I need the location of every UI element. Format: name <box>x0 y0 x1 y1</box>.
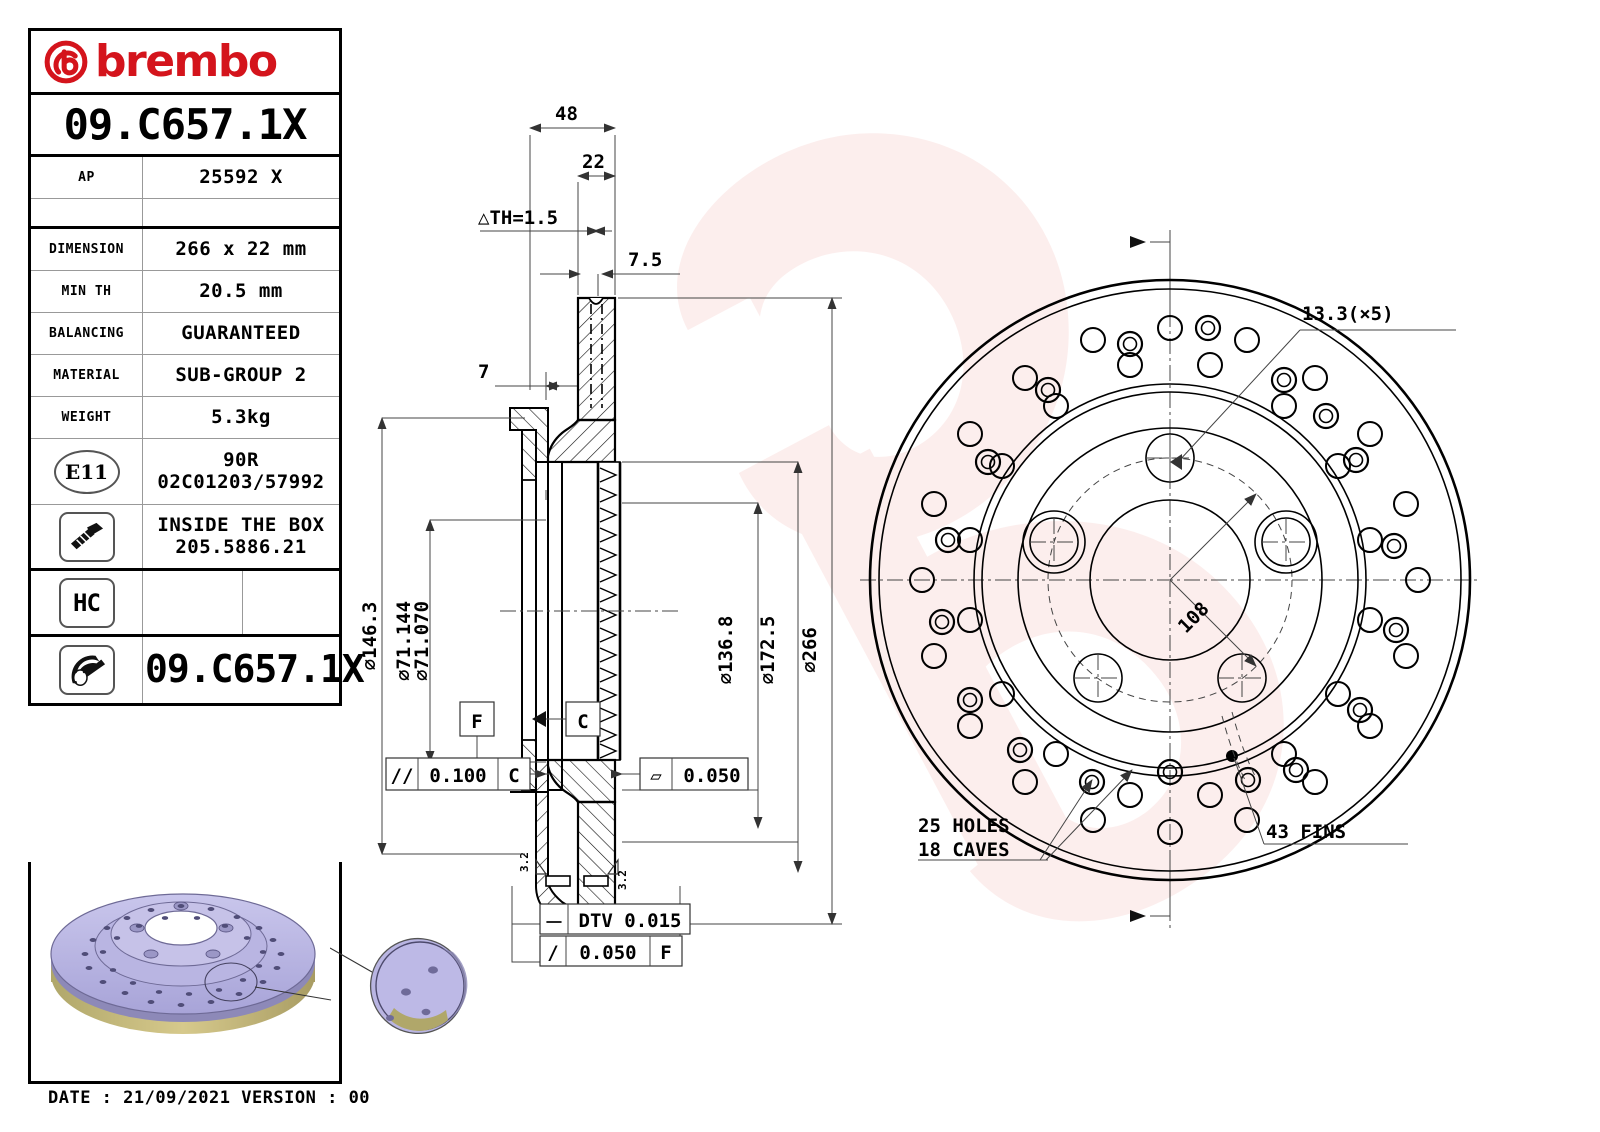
spec-table: brembo 09.C657.1X AP 25592 X DIMENSION 2… <box>28 28 365 706</box>
disc-detail-bubble <box>329 900 510 1080</box>
cross-section-view: 48 22 △TH=1.5 7.5 7 <box>359 103 842 967</box>
tol-runout-value: 0.050 <box>579 942 636 964</box>
screw-badge <box>58 511 115 562</box>
roughness-right: 3.2 <box>616 870 629 890</box>
tol-runout-symbol: / <box>547 942 558 964</box>
holes-caves-callout: 25 HOLES 18 CAVES <box>918 769 1133 861</box>
tolerance-parallel: // 0.100 C <box>385 757 547 791</box>
drilled-holes-pattern <box>909 314 1431 845</box>
part-number-text: 09.C657.1X <box>63 100 308 149</box>
table-row-ap: AP 25592 X <box>31 157 339 199</box>
part-number-header: 09.C657.1X <box>31 95 339 157</box>
dim-22: 22 <box>582 151 605 173</box>
tol-runout-datum: F <box>660 942 671 964</box>
tol-parallel-value: 0.100 <box>429 765 486 787</box>
brake-disc-badge <box>58 645 115 695</box>
disc-face-view: 13.3(×5) 108 25 HOLES 18 CAVES 43 FINS <box>860 230 1480 930</box>
disc-render-box <box>28 862 342 1084</box>
blank-label <box>31 199 143 226</box>
dim-dia-266: ⌀266 <box>799 627 821 673</box>
table-row-final: 09.C657.1X <box>31 637 365 703</box>
bolt-holes <box>1022 433 1318 703</box>
tol-dtv-symbol: ⏤ <box>546 910 562 932</box>
table-row-min-th: MIN TH 20.5 mm <box>31 271 339 313</box>
weight-value: 5.3kg <box>211 405 271 428</box>
dimension-label: DIMENSION <box>31 229 143 270</box>
roughness-left: 3.2 <box>518 852 531 872</box>
tol-flatness-symbol: ▱ <box>650 765 662 787</box>
dim-dia-172-5: ⌀172.5 <box>757 616 779 685</box>
table-row-dimension: DIMENSION 266 x 22 mm <box>31 229 339 271</box>
hc-empty-right <box>243 571 339 634</box>
dim-dia-71-070: ⌀71.070 <box>411 601 433 681</box>
hole-dia-callout: 13.3(×5) <box>1170 303 1456 470</box>
brake-disc-glyph-icon <box>71 655 105 686</box>
tolerance-flatness: ▱ 0.050 <box>611 757 749 791</box>
e11-icon: E11 <box>31 439 143 504</box>
bolt-circle-text: 108 <box>1174 598 1214 638</box>
brake-disc-icon <box>31 637 143 703</box>
dtv-runout-frame: ⏤ DTV 0.015 / 0.050 F <box>511 886 691 967</box>
datum-c: C <box>577 711 588 733</box>
table-row-hc: HC <box>31 571 339 637</box>
rotation-arrow-bottom <box>1130 850 1171 922</box>
footer-date: DATE : 21/09/2021 VERSION : 00 <box>48 1088 371 1108</box>
table-row-material: MATERIAL SUB-GROUP 2 <box>31 355 339 397</box>
fins-note: 43 FINS <box>1266 821 1346 843</box>
min-th-label: MIN TH <box>31 271 143 312</box>
weight-label: WEIGHT <box>31 397 143 438</box>
table-row-homologation: E11 90R 02C01203/57992 <box>31 439 339 505</box>
tol-parallel-symbol: // <box>391 765 414 787</box>
screws-value: INSIDE THE BOX 205.5886.21 <box>143 505 339 568</box>
dim-dia-136-8: ⌀136.8 <box>715 616 737 685</box>
caves-note: 18 CAVES <box>918 839 1010 861</box>
brand-wordmark: brembo <box>95 35 278 87</box>
dim-dia-71-144: ⌀71.144 <box>393 601 415 681</box>
hc-badge: HC <box>58 577 115 628</box>
material-value: SUB-GROUP 2 <box>175 363 307 386</box>
disc-3d-render <box>50 893 332 1034</box>
hc-badge-text: HC <box>73 588 101 617</box>
screws-line1: INSIDE THE BOX <box>157 513 325 536</box>
homologation-value: 90R 02C01203/57992 <box>143 439 339 504</box>
ap-label: AP <box>31 157 143 198</box>
hc-icon: HC <box>31 571 143 634</box>
tol-parallel-datum: C <box>508 765 519 787</box>
material-label: MATERIAL <box>31 355 143 396</box>
hc-empty-left <box>143 571 243 634</box>
blank-value <box>143 199 339 226</box>
homologation-line1: 90R <box>223 448 259 471</box>
dim-dia-146-3: ⌀146.3 <box>359 602 381 671</box>
fins-callout: 43 FINS <box>1233 757 1408 845</box>
screws-line2: 205.5886.21 <box>175 535 307 558</box>
datum-f: F <box>471 711 482 733</box>
min-th-value: 20.5 mm <box>199 279 283 302</box>
table-row-balancing: BALANCING GUARANTEED <box>31 313 339 355</box>
screw-icon <box>31 505 143 568</box>
e11-badge-text: E11 <box>53 449 120 494</box>
brembo-logo-icon <box>44 40 88 83</box>
homologation-line2: 02C01203/57992 <box>157 470 325 493</box>
table-row-screws: INSIDE THE BOX 205.5886.21 <box>31 505 339 571</box>
ap-value: 25592 X <box>199 165 283 188</box>
brand-header: brembo <box>31 31 339 95</box>
rotation-arrow-top <box>1130 236 1171 320</box>
tol-dtv-value: DTV 0.015 <box>579 910 682 932</box>
tol-flatness-value: 0.050 <box>683 765 740 787</box>
dim-7-5: 7.5 <box>628 249 662 271</box>
screw-glyph-icon <box>70 522 103 549</box>
holes-note: 25 HOLES <box>918 815 1010 837</box>
balancing-value: GUARANTEED <box>181 321 301 344</box>
dim-48: 48 <box>555 103 578 125</box>
dimension-value: 266 x 22 mm <box>175 237 307 260</box>
dim-th-note: △TH=1.5 <box>478 207 558 229</box>
dim-7: 7 <box>478 361 489 383</box>
balancing-label: BALANCING <box>31 313 143 354</box>
hole-dia-text: 13.3(×5) <box>1302 303 1394 325</box>
table-row-weight: WEIGHT 5.3kg <box>31 397 339 439</box>
final-part-number: 09.C657.1X <box>145 647 365 692</box>
table-row-blank <box>31 199 339 229</box>
